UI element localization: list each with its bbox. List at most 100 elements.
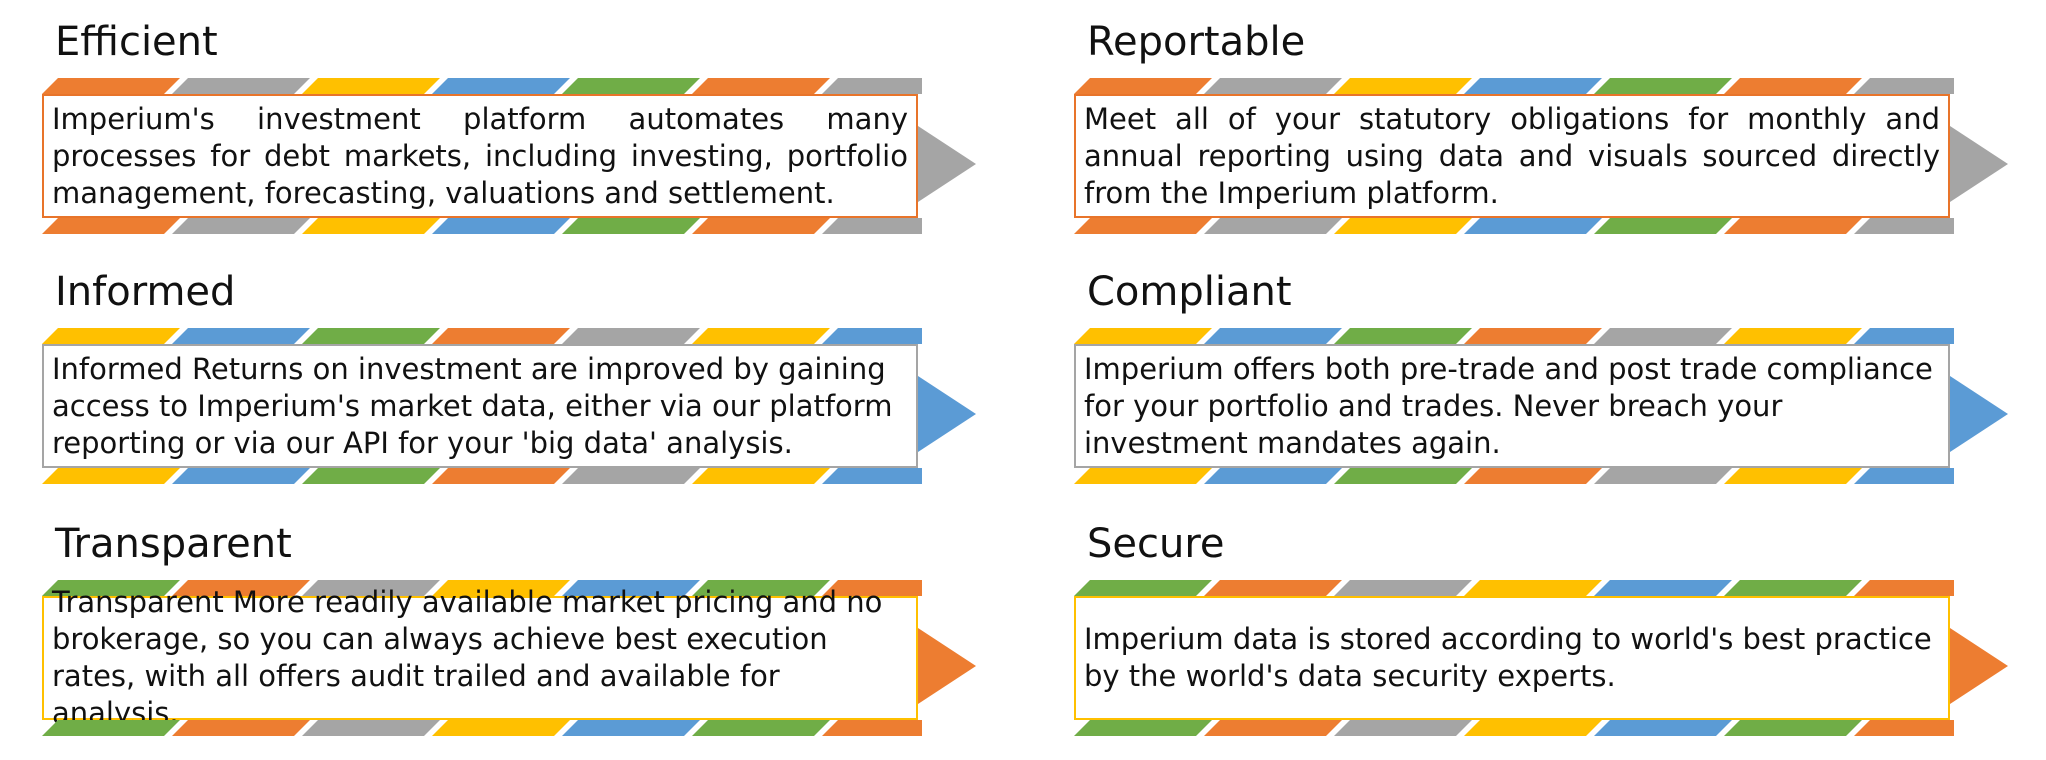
stripe-segment [1594,468,1732,484]
description-box: Meet all of your statutory obligations f… [1074,94,1950,218]
stripe-segment [1464,218,1602,234]
card-description: Meet all of your statutory obligations f… [1084,101,1940,210]
stripe-segment [562,468,700,484]
stripe-segment [822,720,922,736]
top-stripe [1074,78,1954,94]
stripe-segment [822,328,922,344]
stripe-segment [1074,580,1212,596]
bottom-stripe [42,468,922,484]
top-stripe [1074,580,1954,596]
arrow-shape [918,376,976,452]
arrow-icon [918,628,976,704]
stripe-segment [432,328,570,344]
stripe-segment [172,468,310,484]
stripe-segment [1334,78,1472,94]
card-description: Informed Returns on investment are impro… [52,351,893,460]
top-stripe [42,78,922,94]
stripe-segment [1594,218,1732,234]
stripe-segment [42,218,180,234]
stripe-segment [1724,218,1862,234]
stripe-segment [1074,720,1212,736]
arrow-shape [1950,126,2008,202]
stripe-segment [42,580,180,596]
description-box: Informed Returns on investment are impro… [42,344,918,468]
stripe-segment [692,468,830,484]
stripe-segment [432,720,570,736]
stripe-segment [1854,328,1954,344]
stripe-segment [822,580,922,596]
stripe-segment [562,218,700,234]
stripe-segment [1464,328,1602,344]
stripe-segment [1074,328,1212,344]
stripe-segment [1334,720,1472,736]
stripe-segment [432,580,570,596]
stripe-segment [1594,580,1732,596]
stripe-segment [1594,720,1732,736]
bottom-stripe [1074,468,1954,484]
card-transparent: Transparent Transparent More readily ava… [42,524,992,760]
stripe-segment [1204,218,1342,234]
stripe-segment [1204,468,1342,484]
stripe-segment [302,720,440,736]
stripe-segment [1464,720,1602,736]
stripe-segment [1334,580,1472,596]
stripe-segment [1854,580,1954,596]
card-compliant: Compliant Imperium offers both pre-trade… [1074,272,2024,508]
arrow-icon [1950,628,2008,704]
top-stripe [42,328,922,344]
arrow-shape [1950,376,2008,452]
stripe-segment [1724,580,1862,596]
stripe-segment [1204,720,1342,736]
arrow-shape [918,126,976,202]
bottom-stripe [42,218,922,234]
stripe-segment [302,328,440,344]
stripe-segment [692,580,830,596]
bottom-stripe [1074,720,1954,736]
top-stripe [42,580,922,596]
bottom-stripe [1074,218,1954,234]
stripe-segment [1334,468,1472,484]
arrow-icon [918,376,976,452]
card-efficient: Efficient Imperium's investment platform… [42,22,992,258]
stripe-segment [42,468,180,484]
stripe-segment [432,218,570,234]
top-stripe [1074,328,1954,344]
stripe-segment [302,218,440,234]
stripe-segment [692,78,830,94]
arrow-icon [1950,126,2008,202]
stripe-segment [172,328,310,344]
stripe-segment [1464,468,1602,484]
stripe-segment [42,720,180,736]
description-box: Imperium data is stored according to wor… [1074,596,1950,720]
card-title: Compliant [1087,269,1292,315]
card-informed: Informed Informed Returns on investment … [42,272,992,508]
description-box: Imperium's investment platform automates… [42,94,918,218]
stripe-segment [1854,218,1954,234]
stripe-segment [1594,78,1732,94]
card-title: Reportable [1087,19,1306,65]
arrow-shape [1950,628,2008,704]
stripe-segment [822,78,922,94]
stripe-segment [1334,218,1472,234]
arrow-icon [918,126,976,202]
description-box: Transparent More readily available marke… [42,585,918,730]
stripe-segment [1204,328,1342,344]
stripe-segment [42,78,180,94]
stripe-segment [822,468,922,484]
stripe-segment [1074,468,1212,484]
stripe-segment [1204,580,1342,596]
stripe-segment [302,78,440,94]
bottom-stripe [42,720,922,736]
stripe-segment [692,720,830,736]
stripe-segment [432,78,570,94]
stripe-segment [562,720,700,736]
stripe-segment [562,328,700,344]
card-description: Imperium's investment platform automates… [52,101,908,210]
card-description: Transparent More readily available marke… [52,585,883,730]
stripe-segment [1204,78,1342,94]
card-description: Imperium offers both pre-trade and post … [1084,351,1933,460]
stripe-segment [1074,78,1212,94]
arrow-shape [918,628,976,704]
arrow-icon [1950,376,2008,452]
description-box: Imperium offers both pre-trade and post … [1074,344,1950,468]
